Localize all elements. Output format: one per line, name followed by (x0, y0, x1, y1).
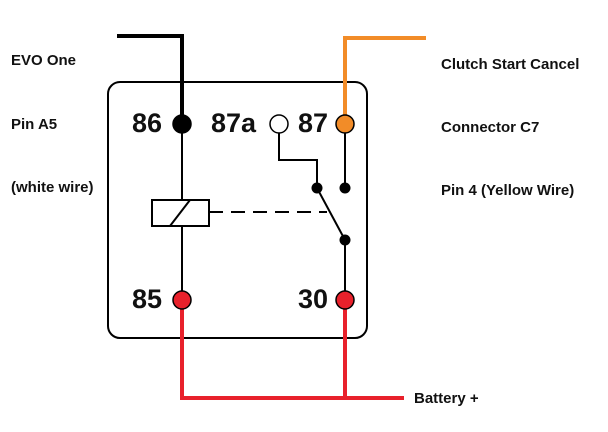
coil-diagonal (169, 199, 191, 227)
nc-contact-wire (278, 124, 318, 188)
clutch-line-3: Pin 4 (Yellow Wire) (441, 182, 575, 199)
clutch-label: Clutch Start Cancel Connector C7 Pin 4 (… (441, 12, 579, 222)
clutch-line-2: Connector C7 (441, 119, 540, 136)
relay-housing (107, 81, 368, 339)
clutch-line-1: Clutch Start Cancel (441, 56, 580, 73)
common-contact-dot (339, 234, 351, 246)
evo-line-2: Pin A5 (11, 116, 58, 133)
pin-87-label: 87 (298, 108, 329, 138)
evo-line-3: (white wire) (11, 179, 94, 196)
evo-one-label: EVO One Pin A5 (white wire) (11, 8, 94, 219)
pin-86-label: 86 (132, 108, 163, 138)
switch-arm (316, 187, 346, 241)
pin-87a-terminal (269, 114, 289, 134)
evo-line-1: EVO One (11, 52, 77, 69)
pin-87-terminal (335, 114, 355, 134)
battery-wire-85 (180, 300, 345, 400)
battery-label: Battery + (414, 390, 479, 407)
no-contact-dot (339, 182, 351, 194)
pin-30-terminal (335, 290, 355, 310)
nc-contact-dot (311, 182, 323, 194)
pin-87a-label: 87a (211, 108, 257, 138)
pin-30-label: 30 (298, 284, 329, 314)
evo-white-wire (117, 34, 184, 124)
pin-85-label: 85 (132, 284, 163, 314)
pin-86-terminal (172, 114, 192, 134)
pin-85-terminal (172, 290, 192, 310)
clutch-yellow-wire (343, 36, 426, 124)
